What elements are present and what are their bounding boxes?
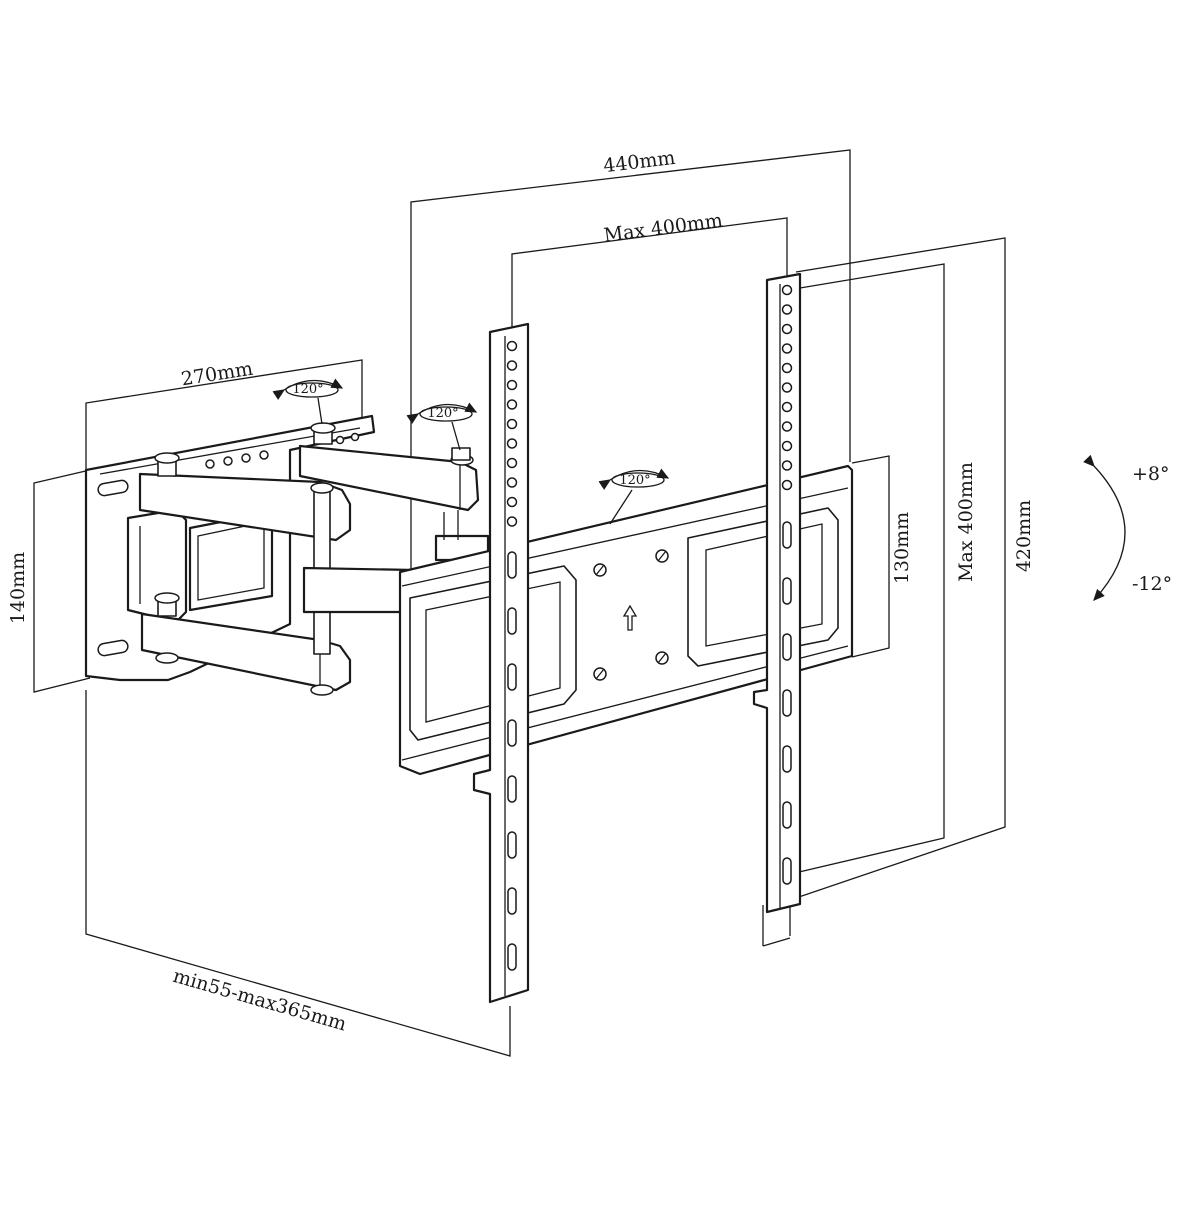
rotation-label-head: 120° [619,473,650,488]
rail-slot [507,887,517,915]
rail-hole [506,360,518,371]
dim-frame-130 [851,455,890,658]
rail-hole [781,323,793,335]
rail-slot [782,689,792,717]
dim-frame-max400-height [781,263,945,877]
rail-hole [781,460,793,471]
right-rail-holes [781,284,793,885]
rail-hole [781,284,793,296]
rail-slot [782,633,792,661]
tilt-down-label: -12° [1132,573,1172,595]
rail-slot [507,607,517,635]
up-arrow-icon [622,604,638,631]
rotation-icon-arm: 120° [406,402,478,451]
rail-hole [506,438,518,449]
rail-hole [781,421,793,432]
rail-slot [782,745,792,773]
label-extension: min55-max365mm [170,965,348,1036]
rail-hole [781,479,793,491]
dim-frame-140 [33,469,91,693]
dim-frame-max400-width [511,217,788,332]
tilt-arc-arrow-icon [1083,454,1126,601]
dim-frame-420 [789,237,1006,901]
rail-hole [781,382,793,393]
dim-frame-extension [85,690,511,1057]
rail-hole [506,477,518,488]
rail-hole [506,457,518,469]
rail-slot [507,943,517,971]
rail-slot [782,521,792,549]
rail-hole [506,340,518,352]
rail-slot [507,719,517,747]
label-bracket-height: 130mm [891,512,913,584]
label-overall-width: 440mm [602,147,676,177]
rail-hole [781,304,793,315]
rail-hole [781,362,793,374]
rail-slot [507,663,517,691]
rail-hole [506,418,518,430]
rail-slot [782,857,792,885]
secondary-arms [298,444,490,660]
rail-hole [781,440,793,452]
rotation-icon-wall: 120° [272,378,344,425]
left-rail-holes [506,340,518,971]
rotation-label-wall: 120° [292,382,323,397]
rotation-label-arm: 120° [427,406,458,421]
rail-slot [782,801,792,829]
rail-slot [507,831,517,859]
rail-hole [506,379,518,391]
rail-slot [782,577,792,605]
rail-slot [507,775,517,803]
tilt-up-label: +8° [1132,463,1170,485]
label-arm-width: 270mm [180,358,255,391]
tilt-indicator: +8° -12° [1083,454,1172,601]
label-overall-height: 420mm [1013,500,1035,572]
label-wall-plate-height: 140mm [7,552,29,624]
rotation-icon-head: 120° [598,468,670,490]
rail-hole [506,399,518,410]
label-max-vesa-height: Max 400mm [955,462,977,582]
dimension-lines [33,149,1006,1057]
rail-hole [506,496,518,508]
dim-frame-440 [410,149,851,572]
rail-slot [507,551,517,579]
dim-frame-270 [85,359,363,470]
rail-hole [506,516,518,527]
rail-hole [781,401,793,413]
rail-hole [781,343,793,354]
label-max-vesa-width: Max 400mm [602,209,724,246]
